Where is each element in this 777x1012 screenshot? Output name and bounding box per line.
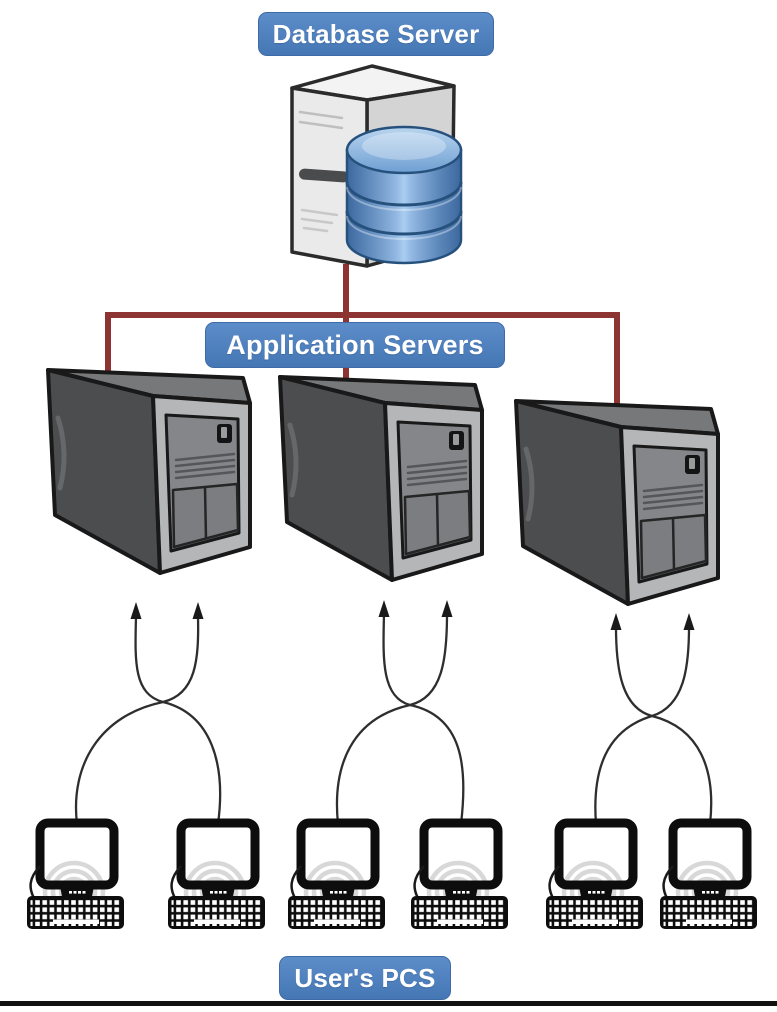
app-server-icon — [516, 401, 718, 604]
pc-to-server-arrows — [74, 613, 713, 825]
user-pc-icon — [27, 823, 124, 929]
user-pc-icon — [411, 823, 508, 929]
application-servers-label: Application Servers — [205, 322, 505, 368]
app-server-icon — [280, 377, 482, 580]
database-server-icon — [290, 64, 463, 268]
app-server-icon — [48, 370, 250, 573]
users-pcs-label: User's PCS — [279, 956, 451, 1000]
user-pc-icon — [168, 823, 265, 929]
user-pc-icon — [660, 823, 757, 929]
user-pc-icon — [546, 823, 643, 929]
arrowheads — [130, 600, 695, 630]
database-server-label: Database Server — [258, 12, 494, 56]
bottom-border-line — [0, 1001, 777, 1006]
user-pc-icon — [288, 823, 385, 929]
